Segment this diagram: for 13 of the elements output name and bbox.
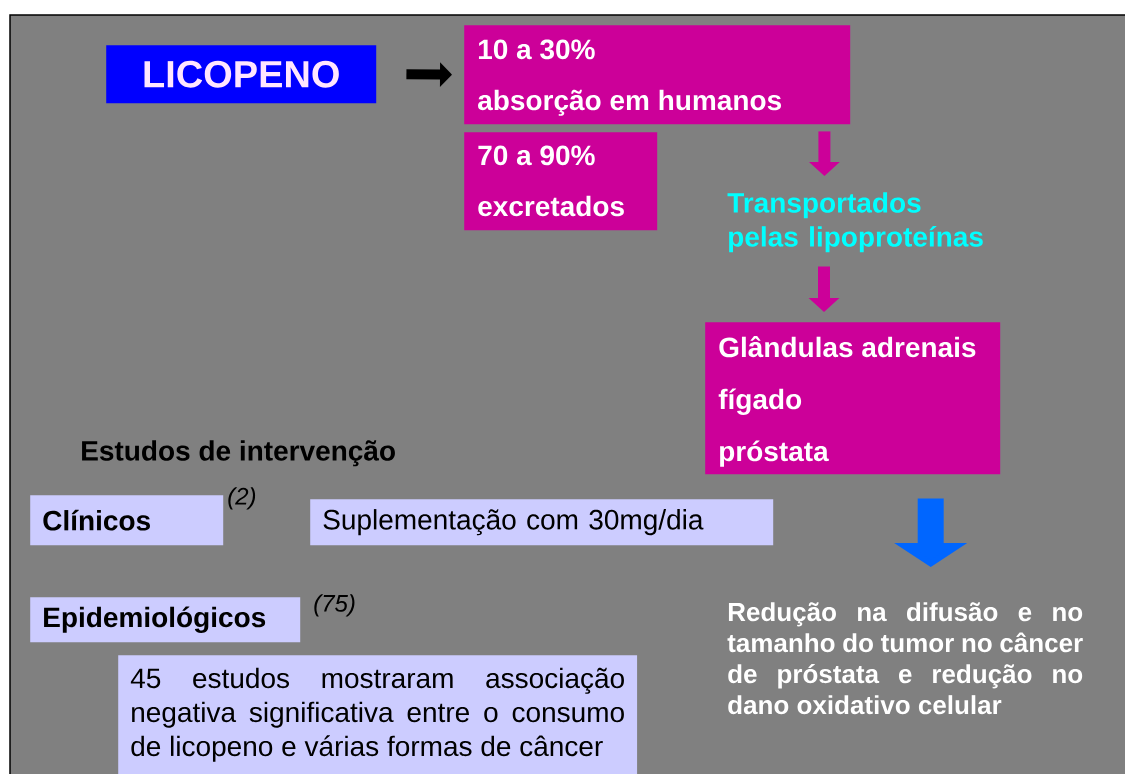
result-text: Redução na difusão e no tamanho do tumor no câncer de próstata e redução no dano oxidativo celular (727, 602, 1083, 715)
category-box: Clínicos (30, 495, 224, 546)
reference-number: (2) (228, 487, 256, 510)
process-box: 10 a 30% absorção em humanos (464, 25, 851, 125)
title-box: LICOPENO (106, 45, 377, 104)
reference-number: (75) (314, 594, 355, 617)
process-box: Glândulas adrenais fígado próstata (705, 322, 1001, 475)
process-box: 70 a 90% excretados (464, 132, 658, 231)
note-box: 45 estudos mostraram associação negativa significativa entre o consumo de licopeno e várias formas de câncer (118, 655, 638, 774)
section-heading: Estudos de intervenção (82, 440, 395, 467)
flow-text: Transportados pelas lipoproteínas (727, 192, 983, 253)
category-box: Epidemiológicos (30, 597, 301, 643)
note-box: Suplementação com 30mg/dia (310, 499, 774, 546)
